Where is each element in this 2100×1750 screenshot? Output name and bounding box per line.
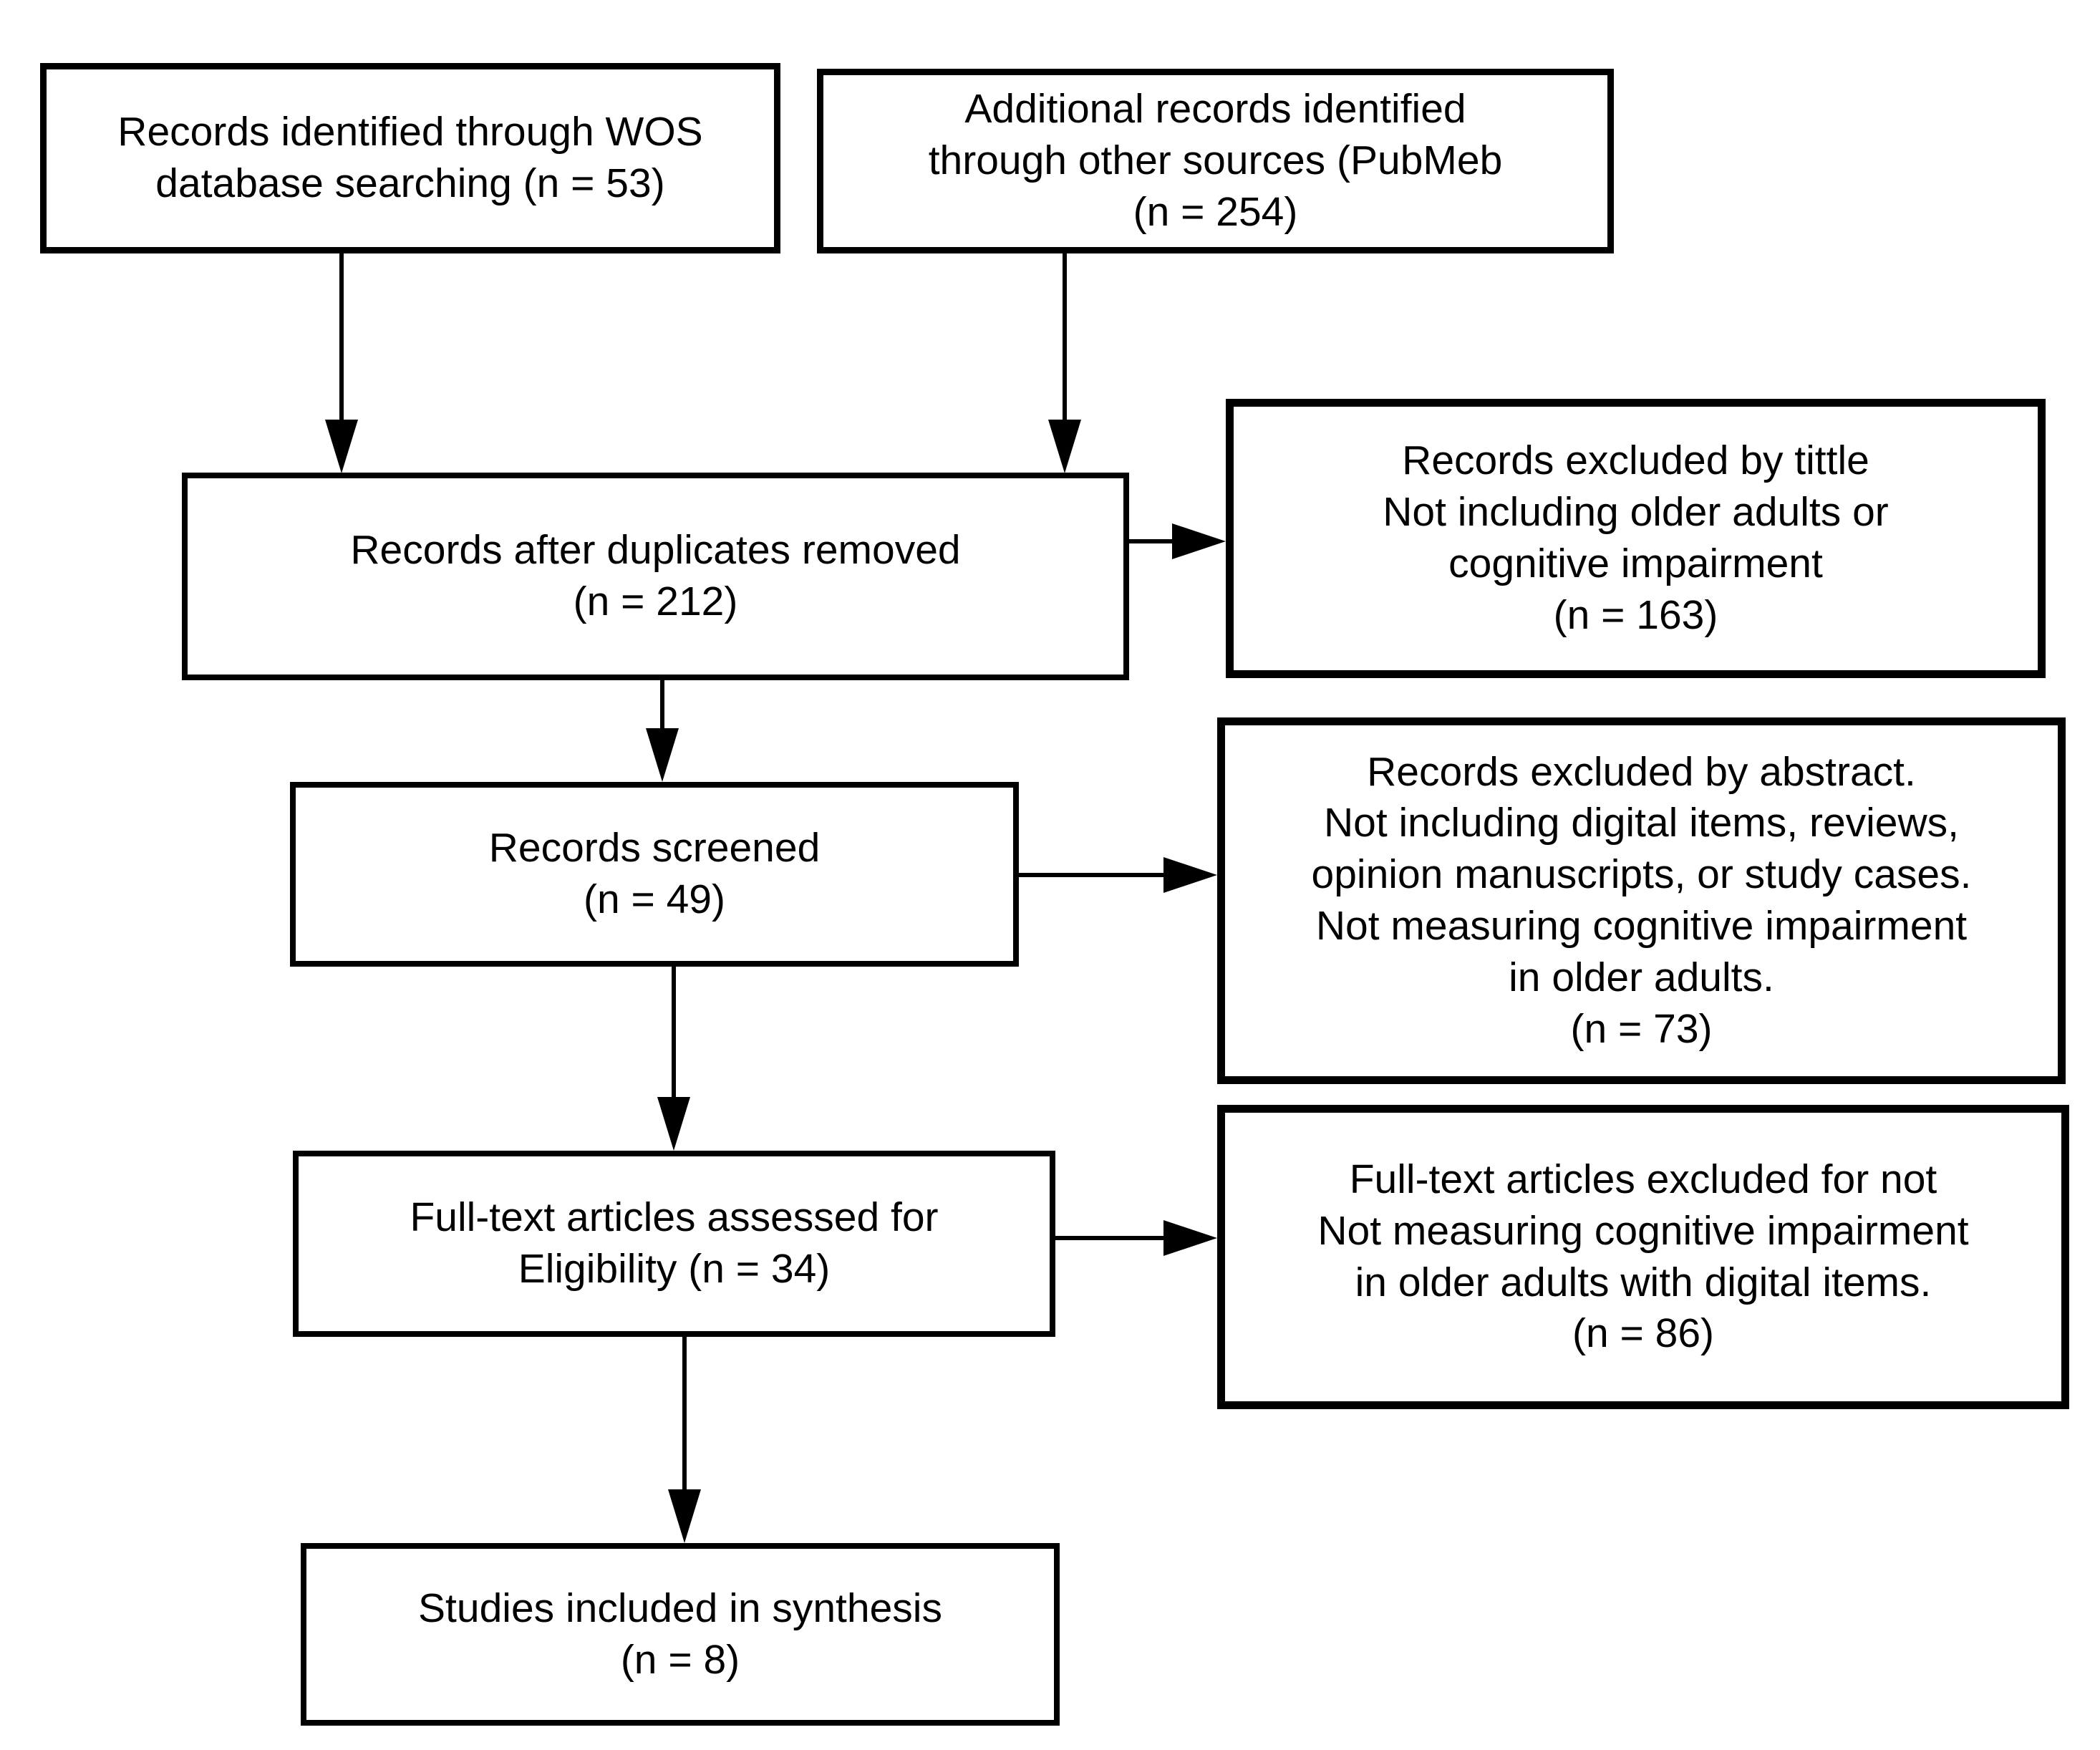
node-fulltext-excluded-label: Full-text articles excluded for not Not … [1317, 1156, 1969, 1357]
arrow-other-to-duplicates-line [1063, 253, 1067, 420]
node-studies-included-synthesis-label: Studies included in synthesis (n = 8) [418, 1585, 942, 1683]
arrow-screened-to-fulltext-head-icon [657, 1097, 690, 1151]
node-records-after-duplicates-removed-label: Records after duplicates removed (n = 21… [350, 527, 961, 624]
arrow-other-to-duplicates-head-icon [1048, 420, 1081, 473]
arrow-fulltext-to-excluded-head-icon [1163, 1220, 1217, 1256]
arrow-duplicates-to-excluded-title-head-icon [1172, 523, 1226, 559]
node-records-identified-wos-label: Records identified through WOS database … [117, 109, 703, 206]
node-fulltext-assessed-eligibility-label: Full-text articles assessed for Eligibil… [410, 1194, 939, 1292]
node-records-excluded-by-abstract: Records excluded by abstract. Not includ… [1217, 717, 2066, 1084]
arrow-wos-to-duplicates-line [339, 253, 344, 420]
node-records-identified-wos: Records identified through WOS database … [40, 63, 780, 253]
arrow-duplicates-to-screened-line [660, 680, 664, 728]
arrow-duplicates-to-screened-head-icon [646, 728, 679, 782]
node-records-after-duplicates-removed: Records after duplicates removed (n = 21… [182, 473, 1129, 680]
arrow-screened-to-excluded-abstract-line [1019, 873, 1165, 877]
arrow-fulltext-to-included-head-icon [668, 1489, 701, 1543]
arrow-screened-to-fulltext-line [672, 967, 676, 1097]
node-records-screened: Records screened (n = 49) [290, 782, 1019, 967]
node-records-screened-label: Records screened (n = 49) [488, 825, 821, 922]
node-additional-records-other-sources-label: Additional records identified through ot… [928, 86, 1503, 235]
arrow-duplicates-to-excluded-title-line [1129, 539, 1174, 543]
arrow-wos-to-duplicates-head-icon [325, 420, 358, 473]
node-records-excluded-by-title: Records excluded by tittle Not including… [1226, 399, 2046, 678]
arrow-screened-to-excluded-abstract-head-icon [1163, 857, 1217, 893]
node-records-excluded-by-title-label: Records excluded by tittle Not including… [1383, 438, 1889, 638]
node-fulltext-assessed-eligibility: Full-text articles assessed for Eligibil… [293, 1151, 1055, 1337]
node-studies-included-synthesis: Studies included in synthesis (n = 8) [301, 1543, 1060, 1726]
arrow-fulltext-to-excluded-line [1055, 1236, 1165, 1240]
node-additional-records-other-sources: Additional records identified through ot… [817, 69, 1614, 253]
node-records-excluded-by-abstract-label: Records excluded by abstract. Not includ… [1311, 748, 1972, 1052]
node-fulltext-excluded: Full-text articles excluded for not Not … [1217, 1105, 2069, 1409]
arrow-fulltext-to-included-line [682, 1337, 687, 1489]
